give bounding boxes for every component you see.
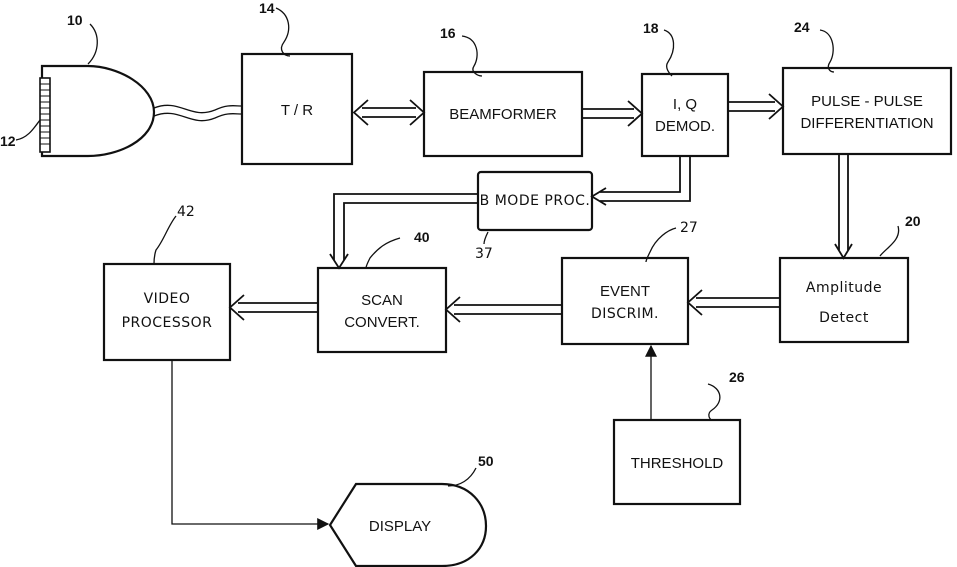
amplitude-detect-block — [780, 258, 908, 342]
ref-display: 50 — [478, 453, 494, 469]
ref-amp: 20 — [905, 213, 921, 229]
iq-label-line2: DEMOD. — [655, 118, 715, 135]
arrow-tr-beamformer — [354, 100, 424, 125]
ref-array: 12 — [0, 133, 16, 149]
arrow-pulse-amp — [835, 154, 852, 258]
bmode-label: B MODE PROC. — [480, 193, 591, 209]
ref-event: 27 — [680, 220, 698, 236]
transducer-probe — [40, 66, 154, 156]
event-discrim-block — [562, 258, 688, 344]
tr-label: T / R — [281, 102, 313, 119]
scan-convert-block — [318, 268, 446, 352]
transducer-array — [40, 78, 50, 152]
arrow-amp-event — [688, 290, 780, 315]
ref-pulse: 24 — [794, 19, 810, 35]
arrow-video-display — [172, 360, 328, 524]
pulse-label-line1: PULSE - PULSE — [811, 93, 923, 110]
beamformer-label: BEAMFORMER — [449, 106, 557, 123]
amp-label-line2: Detect — [819, 310, 869, 326]
probe-cable — [154, 105, 242, 112]
iq-label-line1: I, Q — [673, 96, 697, 113]
arrow-beamformer-iq — [582, 101, 642, 126]
video-label-line1: VIDEO — [144, 291, 191, 307]
ref-iq: 18 — [643, 20, 659, 36]
ref-video: 42 — [177, 204, 195, 220]
ref-probe: 10 — [67, 12, 83, 28]
arrow-iq-pulse — [728, 94, 783, 119]
ref-bmode: 37 — [475, 246, 493, 262]
threshold-label: THRESHOLD — [631, 455, 724, 472]
arrow-iq-bmode — [592, 156, 690, 205]
ref-scan: 40 — [414, 229, 430, 245]
video-processor-block — [104, 264, 230, 360]
arrow-bmode-scan — [330, 194, 478, 268]
ref-threshold: 26 — [729, 369, 745, 385]
ref-tr: 14 — [259, 0, 275, 16]
scan-label-line2: CONVERT. — [344, 314, 420, 331]
video-label-line2: PROCESSOR — [122, 315, 213, 331]
amp-label-line1: Amplitude — [806, 280, 882, 296]
arrow-event-scan — [446, 297, 562, 322]
event-label-line2: DISCRIM. — [591, 306, 659, 322]
pulse-label-line2: DIFFERENTIATION — [800, 115, 933, 132]
event-label-line1: EVENT — [600, 283, 650, 300]
arrow-scan-video — [230, 295, 318, 320]
scan-label-line1: SCAN — [361, 292, 403, 309]
ref-beamformer: 16 — [440, 25, 456, 41]
pulse-differentiation-block — [783, 68, 951, 154]
display-label: DISPLAY — [369, 518, 431, 535]
iq-demod-block — [642, 74, 728, 156]
